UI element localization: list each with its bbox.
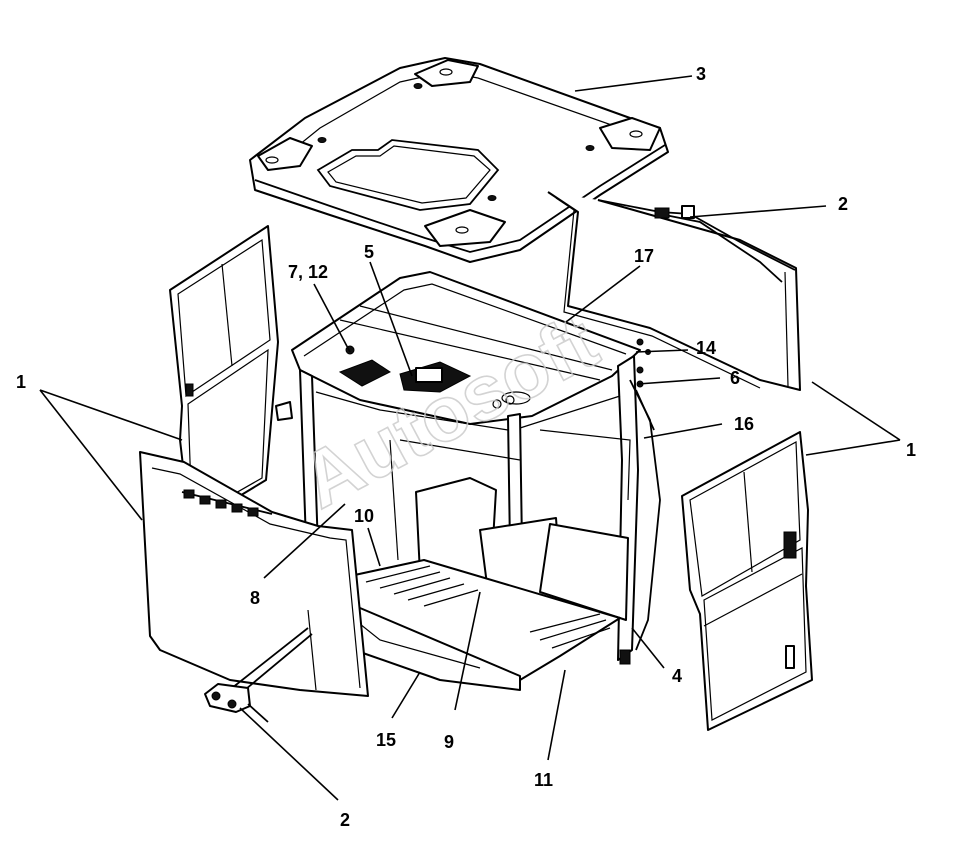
- leader-4: [631, 627, 665, 669]
- rear-wiper: [597, 199, 796, 283]
- leader-7-12: [313, 283, 351, 353]
- label-11: 11: [534, 770, 553, 790]
- leader-1-right-b: [805, 439, 901, 456]
- label-9: 9: [444, 732, 454, 752]
- leader-16: [643, 423, 723, 439]
- label-7-12: 7, 12: [288, 262, 328, 282]
- label-6: 6: [730, 368, 740, 388]
- label-10: 10: [354, 506, 374, 526]
- callout-labels: 1 1 2 2 3 4 5 6 7, 12 8 9 10 11 14 15 16…: [16, 64, 916, 830]
- leader-6: [637, 377, 721, 385]
- leader-11: [547, 669, 566, 761]
- cab-body: [275, 271, 661, 691]
- label-1-right: 1: [906, 440, 916, 460]
- leader-10: [367, 527, 381, 567]
- leader-17: [565, 265, 641, 323]
- label-1-left: 1: [16, 372, 26, 392]
- label-2-top: 2: [838, 194, 848, 214]
- leader-8: [263, 503, 346, 579]
- rear-window: [547, 191, 801, 391]
- label-8: 8: [250, 588, 260, 608]
- leader-9: [454, 591, 481, 711]
- label-5: 5: [364, 242, 374, 262]
- leader-14: [635, 349, 689, 353]
- label-2-bottom: 2: [340, 810, 350, 830]
- leader-15: [391, 671, 421, 719]
- leader-2-top: [689, 205, 827, 218]
- leader-1-left-a: [39, 389, 183, 441]
- right-door: [681, 431, 813, 731]
- label-14: 14: [696, 338, 716, 358]
- leader-lines: [39, 75, 901, 801]
- leader-2-bottom: [239, 707, 339, 801]
- label-4: 4: [672, 666, 682, 686]
- front-wiper: [204, 627, 313, 723]
- leader-5: [369, 261, 413, 377]
- leader-3: [574, 75, 693, 92]
- label-3: 3: [696, 64, 706, 84]
- label-17: 17: [634, 246, 654, 266]
- roof-panel: [249, 57, 669, 263]
- label-15: 15: [376, 730, 396, 750]
- leader-1-left-b: [39, 389, 143, 521]
- label-16: 16: [734, 414, 754, 434]
- leader-1-right-a: [811, 381, 901, 441]
